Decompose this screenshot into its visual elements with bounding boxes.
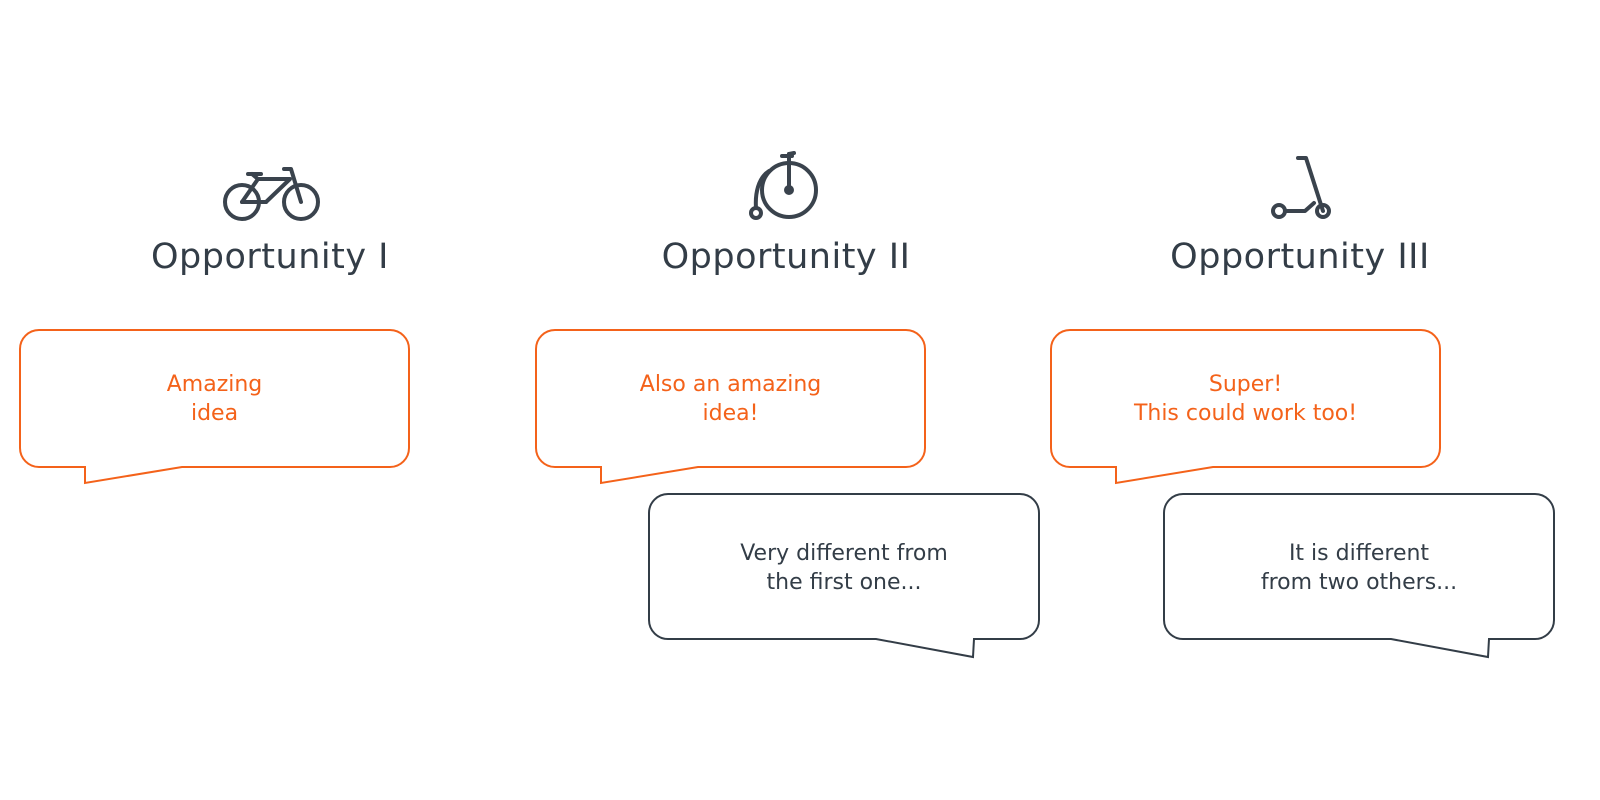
bubble-line: It is different [1288, 541, 1430, 566]
bubble-line: Also an amazing [639, 372, 822, 397]
speech-bubble: Also an amazing idea! [535, 329, 926, 485]
bubble-text: Super! This could work too! [1050, 370, 1441, 428]
penny-farthing-icon [746, 150, 820, 224]
bubble-text: Also an amazing idea! [535, 370, 926, 428]
opportunity-title: Opportunity III [1170, 237, 1430, 277]
bubble-line: from two others... [1260, 570, 1458, 595]
opportunity-title: Opportunity I [151, 237, 389, 277]
bubble-line: This could work too! [1133, 401, 1358, 426]
bubble-line: Very different from [740, 541, 948, 566]
bubble-line: idea [190, 401, 239, 426]
bubble-text: Very different from the first one... [648, 539, 1040, 597]
bubble-line: Super! [1208, 372, 1283, 397]
bubble-text: Amazing idea [19, 370, 410, 428]
bicycle-icon [222, 162, 322, 224]
bubble-text: It is different from two others... [1163, 539, 1555, 597]
speech-bubble: Amazing idea [19, 329, 410, 485]
speech-bubble: Super! This could work too! [1050, 329, 1441, 485]
bubble-line: the first one... [766, 570, 922, 595]
kick-scooter-icon [1268, 154, 1336, 224]
bubble-line: Amazing [166, 372, 263, 397]
bubble-line: idea! [702, 401, 759, 426]
speech-bubble: Very different from the first one... [648, 493, 1040, 659]
speech-bubble: It is different from two others... [1163, 493, 1555, 659]
opportunity-title: Opportunity II [661, 237, 911, 277]
